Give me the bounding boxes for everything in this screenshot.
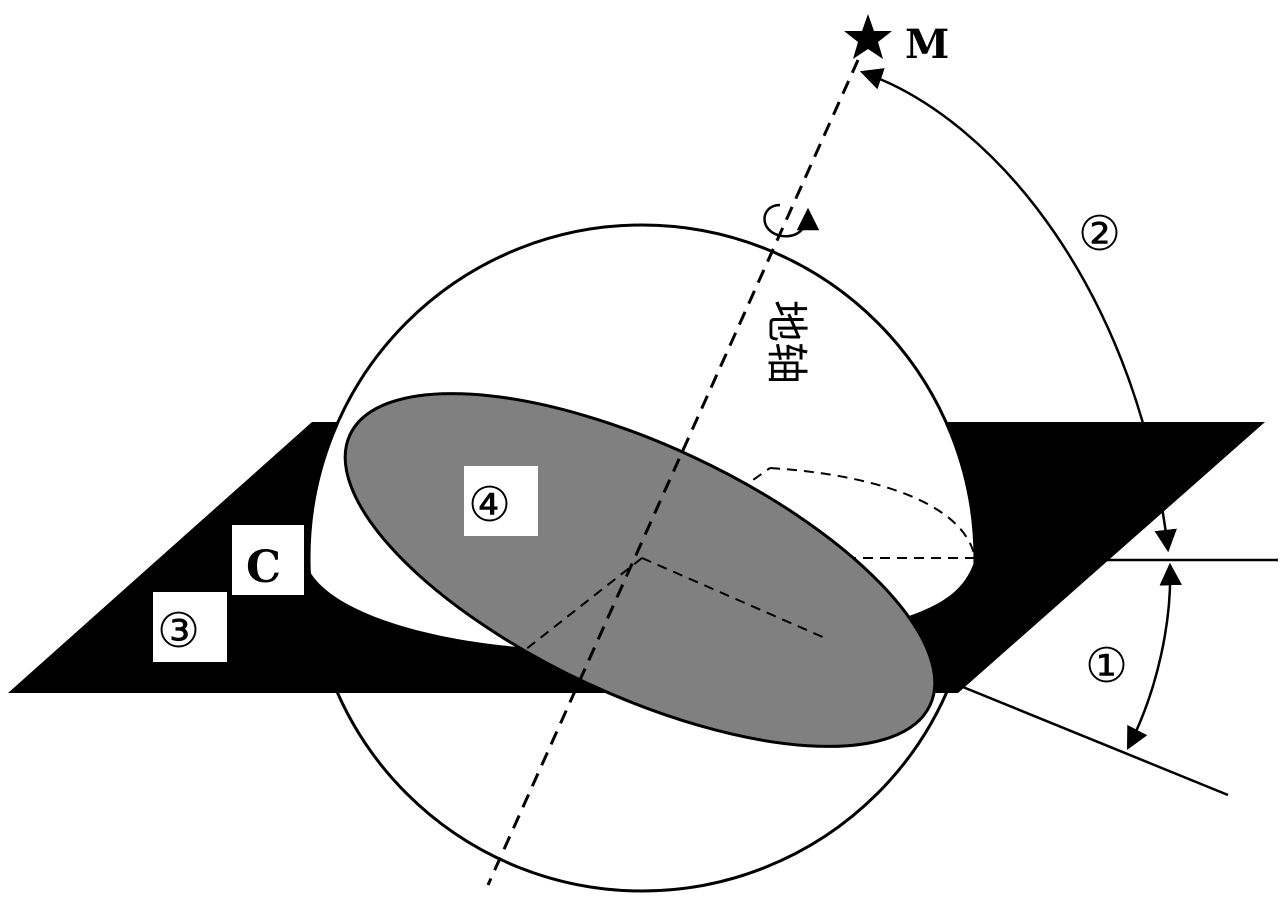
marker-1: ①: [1085, 638, 1128, 694]
marker-3: ③: [157, 603, 200, 659]
marker-3-bg: [153, 592, 227, 662]
angle-arc-1: [1126, 562, 1182, 750]
axis-label: 地轴: [762, 300, 811, 384]
marker-2: ②: [1078, 206, 1121, 262]
earth-axis: [486, 59, 860, 886]
label-c-bg: [232, 525, 304, 595]
marker-4: ④: [468, 477, 511, 533]
label-c: C: [246, 542, 281, 593]
rotation-arrow-icon: [763, 203, 820, 238]
inclined-line: [957, 683, 1229, 797]
disk-radius-2: [524, 557, 643, 651]
angle-arc-2: [859, 68, 1177, 553]
star-label: M: [905, 21, 949, 68]
star-icon: [844, 14, 892, 59]
marker-4-bg: [464, 466, 538, 536]
